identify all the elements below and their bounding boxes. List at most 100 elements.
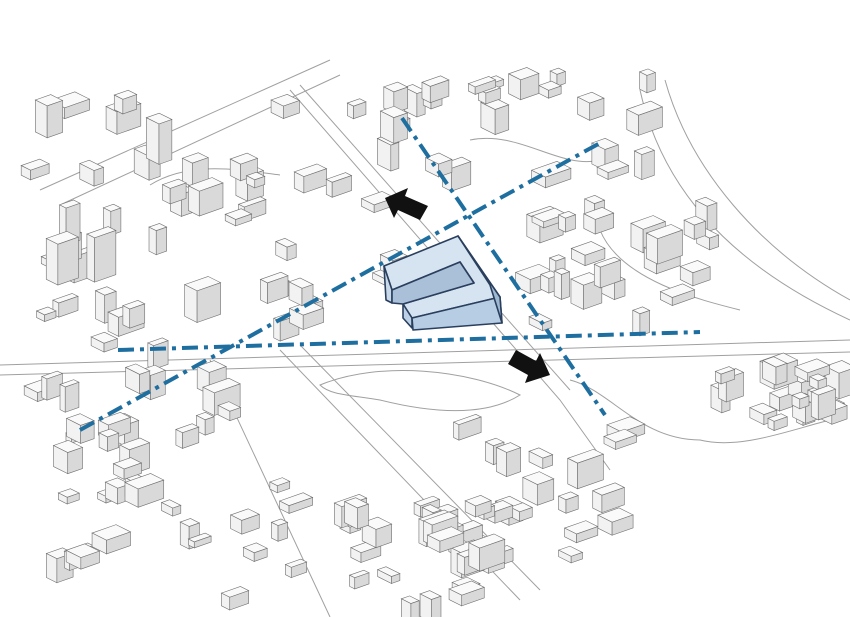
proposed-building-wall-inner (391, 261, 475, 305)
building-face (334, 502, 343, 529)
building-face (520, 73, 540, 101)
context-building (383, 81, 409, 114)
context-building (145, 112, 173, 165)
context-building (714, 366, 736, 385)
building-face (567, 457, 578, 490)
building-face (94, 230, 117, 283)
context-building (419, 590, 442, 617)
building-face (360, 545, 382, 563)
context-building (343, 497, 370, 530)
context-building (259, 271, 289, 304)
building-face (584, 247, 606, 267)
context-building (269, 477, 291, 494)
building-face (57, 236, 79, 286)
building-face (558, 214, 566, 233)
building-face (479, 538, 506, 572)
context-building (288, 277, 314, 307)
building-face (506, 447, 521, 478)
building-face (95, 290, 106, 324)
building-face (107, 432, 120, 452)
building-face (353, 101, 367, 120)
building-face (614, 278, 626, 301)
context-building (379, 105, 409, 144)
building-face (589, 97, 605, 121)
building-face (147, 342, 154, 370)
context-building (557, 210, 577, 233)
context-building (507, 67, 540, 101)
building-face (646, 72, 656, 94)
building-face (325, 178, 333, 198)
building-face (429, 79, 450, 104)
building-face (536, 478, 555, 506)
building-face (709, 234, 719, 251)
building-face (556, 71, 566, 87)
context-building (52, 439, 84, 475)
building-face (204, 416, 215, 436)
context-building (761, 356, 788, 386)
building-face (45, 237, 59, 286)
building-face (775, 362, 788, 386)
context-building (278, 492, 314, 514)
context-building (576, 91, 605, 121)
context-building (175, 423, 200, 449)
building-face (542, 454, 553, 470)
building-face (393, 112, 408, 144)
context-building (593, 256, 622, 289)
road (319, 370, 522, 412)
building-face (838, 369, 850, 400)
building-face (254, 175, 266, 189)
context-building (91, 524, 132, 555)
context-building (596, 159, 630, 180)
building-face (599, 259, 621, 289)
building-face (641, 149, 655, 181)
building-face (148, 226, 157, 256)
building-face (260, 278, 268, 304)
context-building (522, 471, 555, 506)
context-building (591, 482, 626, 514)
context-building (452, 414, 482, 441)
building-face (253, 547, 268, 562)
context-building (603, 428, 638, 450)
proposed-building-wall-front (402, 303, 413, 329)
context-building (679, 260, 711, 287)
building-face (391, 573, 401, 584)
building-face (229, 407, 241, 422)
building-face (570, 551, 583, 564)
building-face (129, 303, 146, 329)
building-face (461, 586, 485, 607)
building-face (593, 263, 601, 289)
building-face (565, 214, 576, 233)
context-building (570, 241, 606, 267)
building-face (494, 505, 514, 524)
building-face (639, 71, 648, 94)
building-face (331, 175, 352, 198)
context-building (325, 172, 353, 198)
building-face (494, 104, 510, 135)
context-building (426, 526, 465, 553)
context-building (632, 306, 651, 337)
context-building (229, 508, 261, 535)
building-face (410, 600, 420, 617)
building-face (179, 521, 190, 550)
context-building (102, 203, 122, 236)
context-building (242, 542, 268, 562)
building-face (103, 338, 118, 353)
context-building (553, 267, 571, 300)
context-building (112, 457, 143, 480)
axis-line-diagonal-sw-ne (79, 141, 601, 432)
building-face (773, 416, 788, 431)
building-face (390, 141, 400, 172)
axis-lines (79, 116, 701, 432)
building-face (545, 167, 572, 189)
context-building (659, 283, 696, 307)
context-building (183, 276, 222, 323)
building-face (290, 561, 307, 579)
building-face (153, 340, 169, 370)
building-face (175, 428, 183, 449)
context-building (65, 543, 101, 570)
building-face (519, 507, 533, 522)
building-face (542, 319, 553, 332)
building-face (64, 381, 80, 413)
context-building (161, 178, 187, 205)
road (149, 168, 281, 186)
